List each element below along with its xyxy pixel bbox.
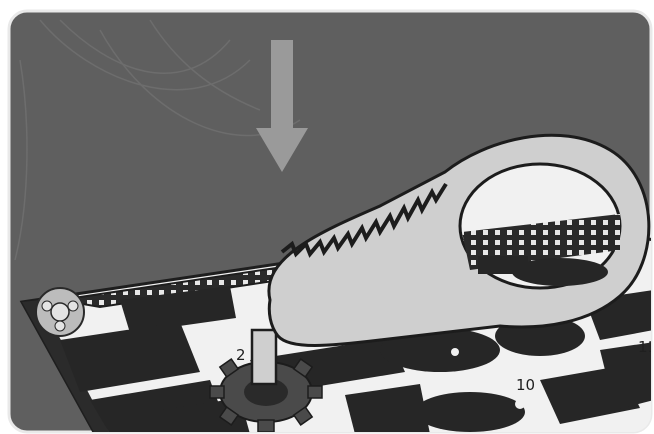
gear-icon bbox=[36, 288, 84, 336]
label-2: 2 bbox=[236, 346, 246, 364]
label-10: 10 bbox=[516, 376, 535, 394]
